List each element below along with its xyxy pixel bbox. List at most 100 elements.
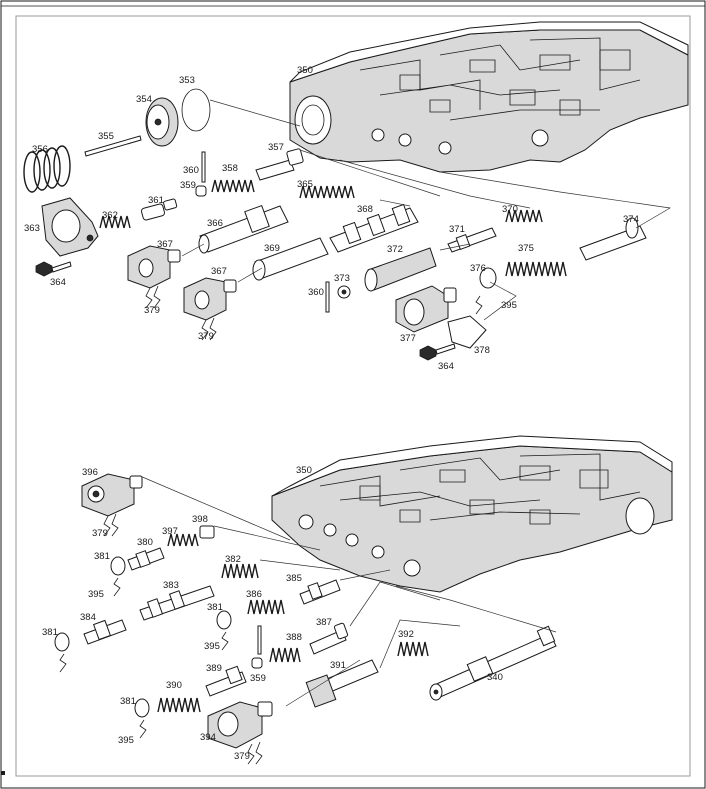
label-359b: 359 — [250, 673, 266, 684]
label-364: 364 — [50, 277, 66, 288]
label-378: 378 — [474, 345, 490, 356]
part-382-spring — [221, 563, 259, 579]
label-367a: 367 — [157, 239, 173, 250]
labels-top: 350 353 354 355 356 357 358 359 360 361 … — [24, 65, 639, 372]
label-389: 389 — [206, 663, 222, 674]
part-367-solenoid-a — [127, 245, 181, 309]
label-380: 380 — [137, 537, 153, 548]
label-382: 382 — [225, 554, 241, 565]
part-358-spring — [211, 179, 255, 193]
label-362: 362 — [102, 210, 118, 221]
part-367-solenoid-b — [183, 277, 237, 341]
label-368: 368 — [357, 204, 373, 215]
label-395b: 395 — [204, 641, 220, 652]
part-395-clip — [475, 295, 483, 315]
part-354-piston — [145, 97, 179, 147]
part-389-valve — [205, 665, 247, 697]
part-395-clip-d — [139, 719, 147, 739]
label-359: 359 — [180, 180, 196, 191]
label-372: 372 — [387, 244, 403, 255]
part-369-valve — [252, 237, 329, 281]
part-390-spring — [157, 697, 201, 713]
label-358: 358 — [222, 163, 238, 174]
label-386: 386 — [246, 589, 262, 600]
label-395-top: 395 — [501, 300, 517, 311]
part-381-plug-a — [110, 556, 126, 576]
label-381b: 381 — [207, 602, 223, 613]
label-364b: 364 — [438, 361, 454, 372]
part-374-valve — [579, 217, 647, 261]
part-392-spring — [397, 641, 429, 657]
part-386-spring — [247, 599, 285, 615]
part-394-solenoid — [207, 701, 273, 765]
part-387-valve — [309, 622, 349, 655]
label-366: 366 — [207, 218, 223, 229]
part-368-valve — [329, 203, 419, 253]
label-385: 385 — [286, 573, 302, 584]
part-384-valve — [83, 619, 127, 645]
label-363: 363 — [24, 223, 40, 234]
part-359-ball-b — [251, 657, 263, 669]
label-379a: 379 — [144, 305, 160, 316]
part-378-bracket — [447, 315, 487, 349]
part-360-pin-b — [325, 281, 330, 313]
part-363-cover — [41, 197, 99, 257]
label-379c: 379 — [92, 528, 108, 539]
label-361: 361 — [148, 195, 164, 206]
part-395-clip-a — [113, 577, 121, 597]
leader-lines-top — [181, 99, 672, 321]
label-394: 394 — [200, 732, 216, 743]
part-381-plug-d — [134, 698, 150, 718]
label-340: 340 — [487, 672, 503, 683]
part-383-valve — [139, 585, 215, 621]
label-357: 357 — [268, 142, 284, 153]
inner-frame — [15, 15, 691, 777]
label-395a: 395 — [88, 589, 104, 600]
valve-body-lower — [271, 435, 673, 593]
label-390: 390 — [166, 680, 182, 691]
part-360-pin-c — [257, 625, 262, 655]
label-367b: 367 — [211, 266, 227, 277]
label-387: 387 — [316, 617, 332, 628]
label-398: 398 — [192, 514, 208, 525]
part-388-spring — [269, 647, 301, 663]
part-355-pin — [84, 135, 142, 157]
label-397: 397 — [162, 526, 178, 537]
part-364-bolt-b — [419, 343, 456, 361]
part-366-valve — [198, 204, 289, 254]
part-361-valve — [140, 198, 178, 221]
edge-marker — [1, 771, 5, 775]
part-377-solenoid — [395, 285, 457, 333]
part-364-bolt — [35, 261, 72, 277]
part-381-plug-c — [54, 632, 70, 652]
label-371: 371 — [449, 224, 465, 235]
label-374: 374 — [623, 214, 639, 225]
label-388: 388 — [286, 632, 302, 643]
label-370: 370 — [502, 204, 518, 215]
label-381d: 381 — [120, 696, 136, 707]
valve-body-upper — [289, 21, 689, 173]
part-365-spring — [299, 185, 355, 199]
part-397-spring — [167, 533, 199, 547]
part-398-plug — [199, 525, 215, 539]
label-379b: 379 — [198, 331, 214, 342]
label-365: 365 — [297, 179, 313, 190]
label-381c: 381 — [42, 627, 58, 638]
part-372-sleeve — [364, 247, 437, 292]
label-375: 375 — [518, 243, 534, 254]
part-353-o-ring — [181, 88, 211, 132]
part-395-clip-c — [59, 653, 67, 673]
label-360b: 360 — [308, 287, 324, 298]
label-395c: 395 — [118, 735, 134, 746]
label-396: 396 — [82, 467, 98, 478]
part-380-valve — [127, 547, 165, 571]
labels-bottom: 396 350 379 397 398 380 381 382 395 383 … — [42, 465, 503, 762]
label-384: 384 — [80, 612, 96, 623]
part-359-ball — [195, 185, 207, 197]
label-350-top: 350 — [297, 65, 313, 76]
part-395-clip-b — [221, 631, 229, 651]
part-360-pin — [201, 151, 206, 183]
part-362-spring — [99, 215, 131, 229]
